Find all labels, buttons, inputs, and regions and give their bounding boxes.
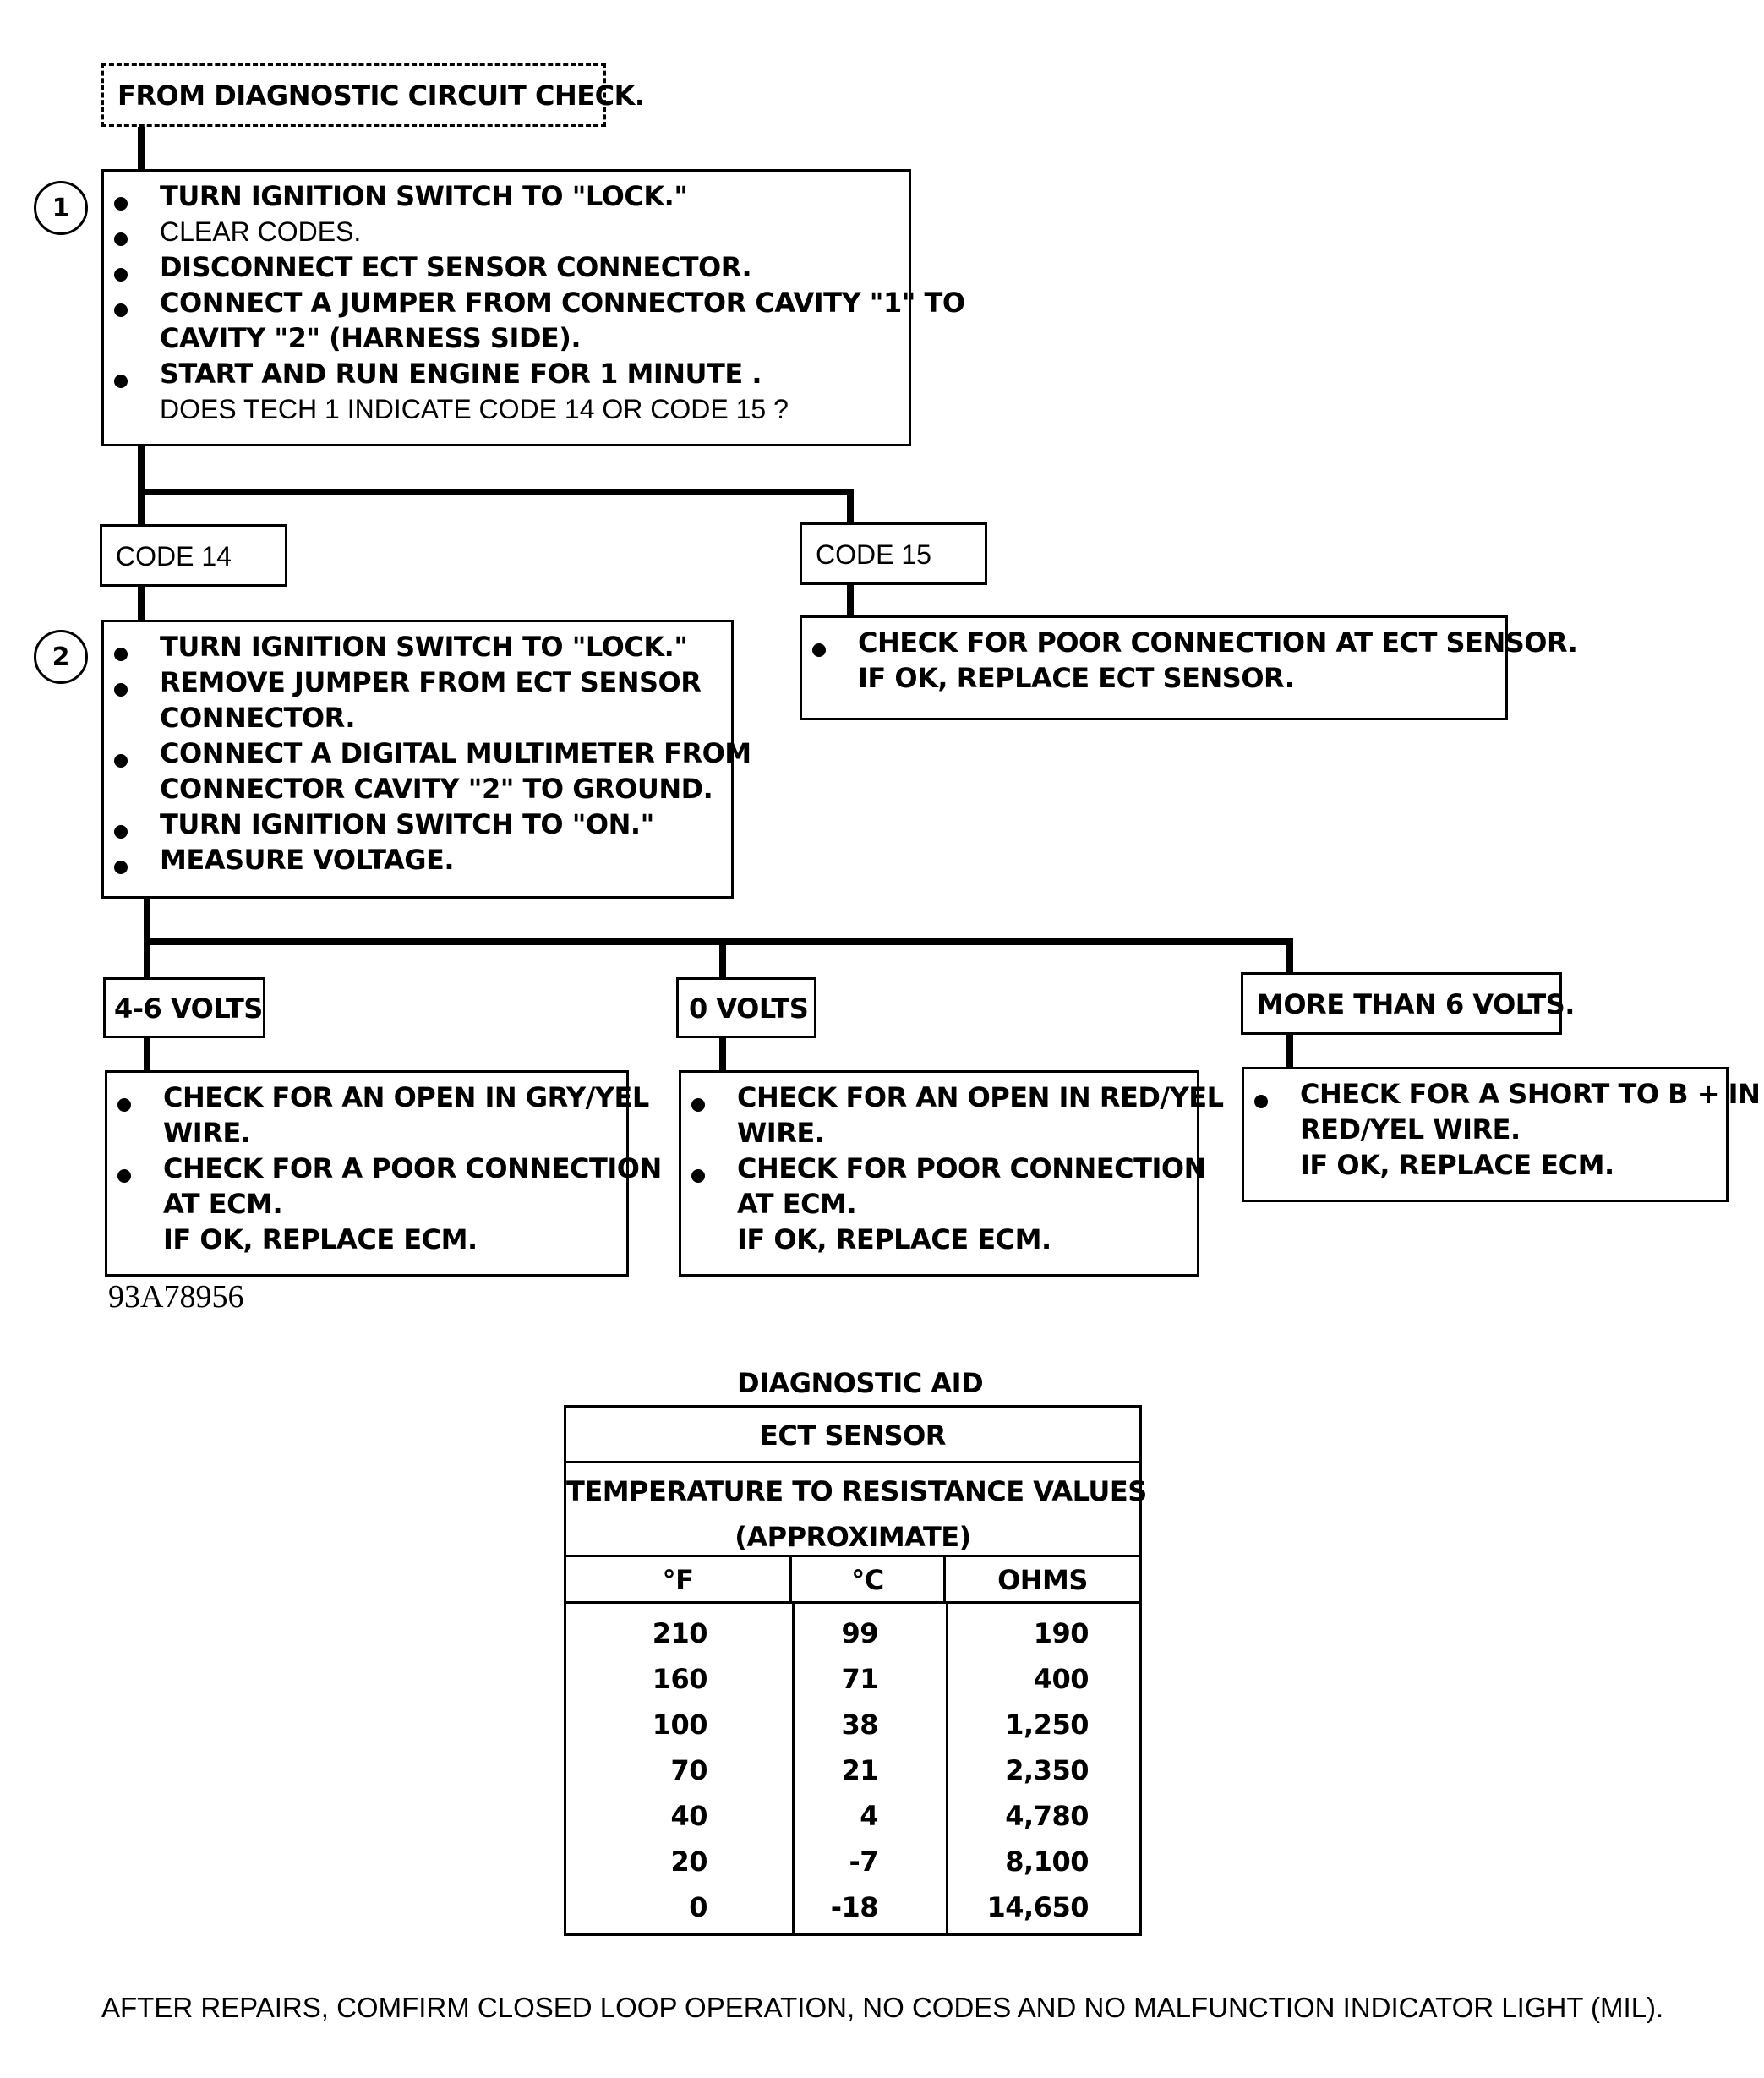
bullet-icon — [114, 303, 128, 317]
code-14-box: CODE 14 — [100, 524, 287, 587]
aid-cell-ohms: 400 — [1033, 1663, 1090, 1695]
bullet-icon — [114, 861, 128, 874]
connector-to-branch-b — [719, 938, 726, 981]
aid-cell-ohms: 4,780 — [1005, 1800, 1089, 1832]
bullet-icon — [114, 268, 128, 282]
connector-start-to-step1 — [138, 127, 145, 173]
aid-cell-c: -18 — [830, 1891, 879, 1923]
aid-cell-c: 71 — [841, 1663, 878, 1695]
bullet-icon — [812, 643, 826, 657]
aid-cell-f: 160 — [652, 1663, 708, 1695]
bullet-icon — [114, 754, 128, 768]
connector-branch-b-down — [719, 1036, 726, 1072]
branch-a-action-box: CHECK FOR AN OPEN IN GRY/YEL WIRE. CHECK… — [105, 1070, 662, 1277]
figure-id: 93A78956 — [108, 1279, 244, 1315]
bullet-icon — [1254, 1095, 1268, 1108]
branch-c-action-box: CHECK FOR A SHORT TO B + IN RED/YEL WIRE… — [1242, 1067, 1761, 1202]
code-14-label: CODE 14 — [116, 541, 232, 571]
branch-b-label-box: 0 VOLTS — [676, 977, 816, 1038]
connector-to-branch-c — [1286, 938, 1293, 977]
connector-code15-to-action — [847, 583, 854, 617]
aid-col-f: °F — [566, 1557, 792, 1604]
aid-cell-f: 0 — [689, 1891, 707, 1923]
connector-branch-c-down — [1286, 1033, 1293, 1069]
aid-cell-ohms: 8,100 — [1005, 1846, 1089, 1878]
connector-to-branch-a — [144, 938, 150, 981]
aid-col-ohms: OHMS — [946, 1557, 1139, 1604]
aid-cell-ohms: 190 — [1033, 1617, 1090, 1649]
code-15-action-box: CHECK FOR POOR CONNECTION AT ECT SENSOR.… — [800, 615, 1578, 720]
aid-cell-f: 70 — [670, 1754, 707, 1786]
aid-cell-f: 100 — [652, 1709, 708, 1741]
branch-c-label-box: MORE THAN 6 VOLTS. — [1241, 972, 1575, 1035]
step-2-marker: 2 — [34, 630, 88, 684]
code-15-label: CODE 15 — [816, 539, 931, 570]
start-box: FROM DIAGNOSTIC CIRCUIT CHECK. — [101, 63, 645, 127]
aid-divider-2 — [946, 1604, 948, 1933]
aid-cell-c: 99 — [841, 1617, 878, 1649]
bullet-icon — [117, 1169, 131, 1183]
aid-cell-f: 40 — [670, 1800, 707, 1832]
bullet-icon — [114, 825, 128, 839]
connector-to-code15 — [847, 489, 854, 522]
step-1-marker: 1 — [34, 181, 88, 235]
aid-cell-f: 210 — [652, 1617, 708, 1649]
step-1-number: 1 — [52, 193, 70, 223]
connector-step1-down — [138, 444, 145, 495]
aid-cell-c: 4 — [860, 1800, 878, 1832]
aid-table: ECT SENSOR TEMPERATURE TO RESISTANCE VAL… — [564, 1405, 1147, 1936]
aid-col-c: °C — [792, 1557, 946, 1604]
bullet-icon — [114, 197, 128, 211]
connector-step1-branch — [138, 489, 854, 495]
step-1-box: TURN IGNITION SWITCH TO "LOCK." CLEAR CO… — [101, 169, 965, 446]
bullet-icon — [117, 1098, 131, 1112]
bullet-icon — [114, 648, 128, 661]
connector-step2-branch — [144, 938, 1293, 945]
code-15-box: CODE 15 — [800, 522, 987, 585]
connector-code14-to-step2 — [138, 585, 145, 621]
bullet-icon — [114, 232, 128, 246]
footer-note: AFTER REPAIRS, COMFIRM CLOSED LOOP OPERA… — [101, 1992, 1664, 2023]
aid-cell-c: -7 — [849, 1846, 878, 1878]
connector-branch-a-down — [144, 1036, 150, 1072]
step-2-box: TURN IGNITION SWITCH TO "LOCK." REMOVE J… — [101, 620, 751, 899]
aid-cell-f: 20 — [670, 1846, 707, 1878]
bullet-icon — [691, 1098, 705, 1112]
aid-title: ECT SENSOR — [566, 1408, 1139, 1463]
aid-cell-c: 21 — [841, 1754, 878, 1786]
branch-a-label: 4-6 VOLTS — [114, 993, 263, 1025]
bullet-icon — [114, 683, 128, 697]
aid-subtitle: TEMPERATURE TO RESISTANCE VALUES (APPROX… — [566, 1463, 1147, 1557]
branch-b-label: 0 VOLTS — [689, 993, 809, 1025]
bullet-icon — [691, 1169, 705, 1183]
step-1-question: DOES TECH 1 INDICATE CODE 14 OR CODE 15 … — [160, 394, 789, 424]
branch-a-label-box: 4-6 VOLTS — [103, 977, 265, 1038]
bullet-icon — [114, 375, 128, 388]
branch-c-label: MORE THAN 6 VOLTS. — [1257, 988, 1575, 1020]
aid-cell-ohms: 1,250 — [1005, 1709, 1089, 1741]
branch-b-action-box: CHECK FOR AN OPEN IN RED/YEL WIRE. CHECK… — [679, 1070, 1224, 1277]
aid-cell-ohms: 2,350 — [1005, 1754, 1089, 1786]
aid-divider-1 — [792, 1604, 795, 1933]
aid-cell-ohms: 14,650 — [986, 1891, 1090, 1923]
aid-cell-c: 38 — [841, 1709, 878, 1741]
start-box-text: FROM DIAGNOSTIC CIRCUIT CHECK. — [117, 79, 645, 112]
connector-step2-down — [144, 896, 150, 947]
connector-to-code14 — [138, 489, 145, 524]
aid-heading: DIAGNOSTIC AID — [737, 1367, 984, 1399]
step-2-number: 2 — [52, 642, 70, 672]
